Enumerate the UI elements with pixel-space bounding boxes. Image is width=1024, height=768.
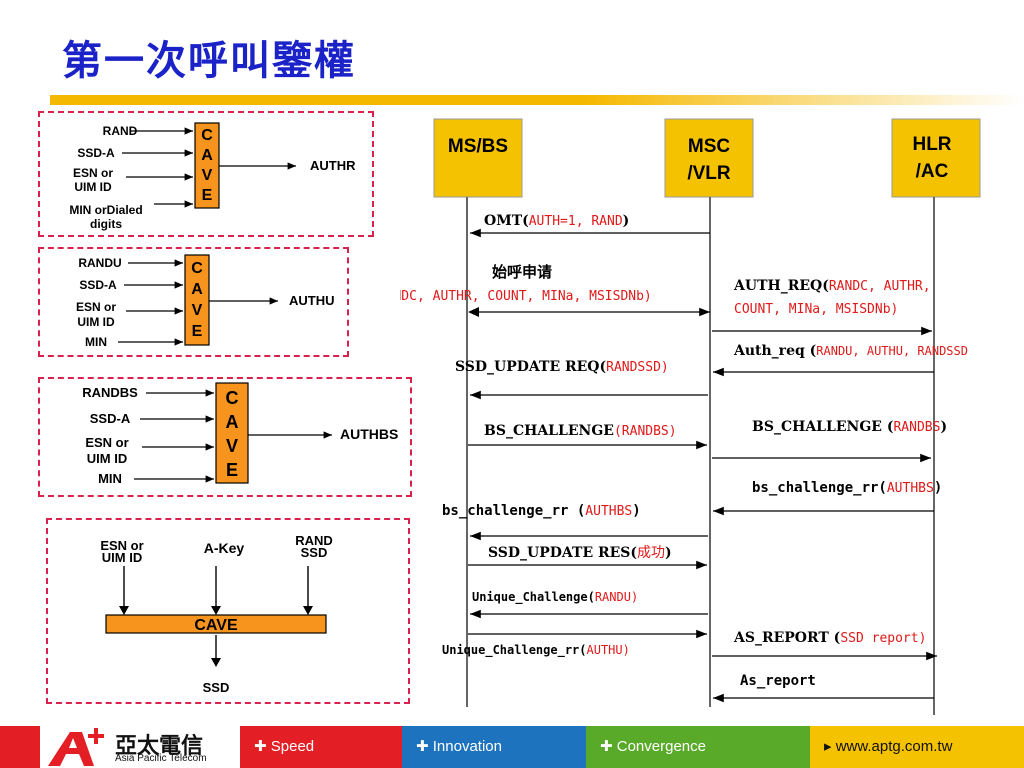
input-esn-1: ESN or <box>100 538 143 553</box>
cave-block <box>215 382 249 484</box>
output-authbs: AUTHBS <box>340 426 398 442</box>
input-rand: RAND <box>103 124 138 138</box>
input-min-dialed-1: MIN orDialed <box>69 203 142 217</box>
footer-convergence-label: Convergence <box>616 738 706 755</box>
input-esn-1: ESN or <box>73 166 113 180</box>
cave-letter-a: A <box>191 281 203 298</box>
input-esn-2: UIM ID <box>77 315 115 329</box>
cave-block <box>105 614 327 634</box>
input-min: MIN <box>98 471 122 486</box>
cave-authu-panel: RANDU SSD-A ESN or UIM ID MIN C A V E AU… <box>38 247 349 357</box>
input-min-dialed-2: digits <box>90 217 122 231</box>
input-min: MIN <box>85 335 107 349</box>
msg-auth-req-label: AUTH_REQ(RANDC, AUTHR, <box>733 278 931 294</box>
msg-auth-req-params-2: COUNT, MINa, MSISDNb) <box>734 302 898 317</box>
msg-origination-params: (RANDC, AUTHR, COUNT, MINa, MSISDNb) <box>400 289 652 304</box>
logo-english-name: Asia Pacific Telecom <box>115 753 207 764</box>
logo-chinese-name: 亞太電信 <box>115 734 204 759</box>
msg-bs-challenge-right-label: BS_CHALLENGE (RANDBS) <box>752 419 947 435</box>
cave-block <box>184 254 210 346</box>
cave-letter-e: E <box>192 323 203 340</box>
cave-authu-diagram: RANDU SSD-A ESN or UIM ID MIN C A V E AU… <box>76 254 335 349</box>
cave-block-label: CAVE <box>194 617 238 634</box>
msg-unique-challenge-label: Unique_Challenge(RANDU) <box>472 590 638 605</box>
input-ssd-a: SSD-A <box>79 278 117 292</box>
cave-letter-c: C <box>191 260 203 277</box>
input-esn-2: UIM ID <box>102 550 142 565</box>
footer-red-strip <box>0 726 40 768</box>
input-akey: A-Key <box>204 540 245 556</box>
cave-letter-e: E <box>226 460 238 480</box>
cave-block <box>194 122 220 209</box>
footer-url[interactable]: ▸ www.aptg.com.tw <box>810 726 1024 768</box>
entity-ms-bs-label: MS/BS <box>448 136 508 157</box>
cave-ssd-panel: ESN or UIM ID A-Key RAND SSD CAVE SSD <box>46 518 410 704</box>
entity-ms-bs <box>433 118 523 198</box>
output-ssd: SSD <box>203 680 230 695</box>
footer-innovation: ✚ Innovation <box>402 726 586 768</box>
cave-letter-v: V <box>226 436 238 456</box>
cave-letter-v: V <box>192 302 203 319</box>
arrow-right-icon: ▸ <box>824 738 832 755</box>
msg-bs-challenge-rr-right-label: bs_challenge_rr(AUTHBS) <box>752 480 942 496</box>
input-ssd-a: SSD-A <box>77 146 115 160</box>
cave-letter-c: C <box>226 388 239 408</box>
output-authu: AUTHU <box>289 293 335 308</box>
input-esn-2: UIM ID <box>74 180 112 194</box>
msg-auth-req-resp-label: Auth_req (RANDU, AUTHU, RANDSSD <box>733 343 968 359</box>
output-authr: AUTHR <box>310 158 356 173</box>
plus-icon: ✚ <box>254 738 267 755</box>
msg-ssd-update-res-label: SSD_UPDATE RES(成功) <box>488 545 672 561</box>
aptg-a-logo-icon <box>48 728 104 766</box>
input-randbs: RANDBS <box>82 385 138 400</box>
input-esn-1: ESN or <box>76 300 116 314</box>
cave-letter-a: A <box>201 147 213 164</box>
input-rand: RAND <box>295 533 333 548</box>
cave-authbs-panel: RANDBS SSD-A ESN or UIM ID MIN C A V E A… <box>38 377 412 497</box>
input-ssd: SSD <box>301 545 328 560</box>
footer-url-label: www.aptg.com.tw <box>835 738 953 755</box>
msg-origination-cn: 始呼申请 <box>492 263 552 281</box>
input-randu: RANDU <box>78 256 121 270</box>
entity-hlr-label-2: /AC <box>916 161 949 182</box>
entity-msc-vlr <box>664 118 754 198</box>
auth-sequence-diagram: MS/BS MSC /VLR HLR /AC OMT(AUTH=1, RAND)… <box>400 118 981 715</box>
entity-hlr-ac <box>891 118 981 198</box>
cave-letter-a: A <box>226 412 239 432</box>
entity-msc-label-1: MSC <box>688 136 731 157</box>
msg-as-report-label: AS_REPORT (SSD report) <box>733 630 926 646</box>
footer-bar: 亞太電信 Asia Pacific Telecom ✚ Speed ✚ Inno… <box>0 726 1024 768</box>
title-underline-bar <box>50 95 1024 105</box>
plus-icon: ✚ <box>600 738 613 755</box>
entity-msc-label-2: /VLR <box>687 163 731 184</box>
msg-bs-challenge-rr-left-label: bs_challenge_rr (AUTHBS) <box>442 503 641 519</box>
cave-authr-diagram: RAND SSD-A ESN or UIM ID MIN orDialed di… <box>69 122 356 231</box>
cave-letter-c: C <box>201 127 213 144</box>
input-esn-1: ESN or <box>85 435 128 450</box>
footer-innovation-label: Innovation <box>432 738 502 755</box>
page-title: 第一次呼叫鑒權 <box>62 37 356 84</box>
cave-letter-v: V <box>202 167 213 184</box>
msg-omt-label: OMT(AUTH=1, RAND) <box>484 213 629 229</box>
footer-speed: ✚ Speed <box>240 726 402 768</box>
msg-ssd-update-req-label: SSD_UPDATE REQ(RANDSSD) <box>455 359 669 375</box>
plus-icon: ✚ <box>416 738 429 755</box>
footer-speed-label: Speed <box>270 738 315 755</box>
cave-authr-panel: RAND SSD-A ESN or UIM ID MIN orDialed di… <box>38 111 374 237</box>
msg-as-report-resp-label: As_report <box>740 673 816 689</box>
msg-unique-challenge-rr-label: Unique_Challenge_rr(AUTHU) <box>442 643 630 658</box>
cave-ssd-diagram: ESN or UIM ID A-Key RAND SSD CAVE SSD <box>100 533 333 695</box>
cave-authbs-diagram: RANDBS SSD-A ESN or UIM ID MIN C A V E A… <box>82 382 398 486</box>
footer-logo-area: 亞太電信 Asia Pacific Telecom <box>0 726 240 768</box>
msg-bs-challenge-left-label: BS_CHALLENGE(RANDBS) <box>484 423 677 439</box>
footer-convergence: ✚ Convergence <box>586 726 810 768</box>
input-esn-2: UIM ID <box>87 451 127 466</box>
entity-hlr-label-1: HLR <box>912 134 951 155</box>
input-ssd-a: SSD-A <box>90 411 131 426</box>
cave-letter-e: E <box>202 187 213 204</box>
